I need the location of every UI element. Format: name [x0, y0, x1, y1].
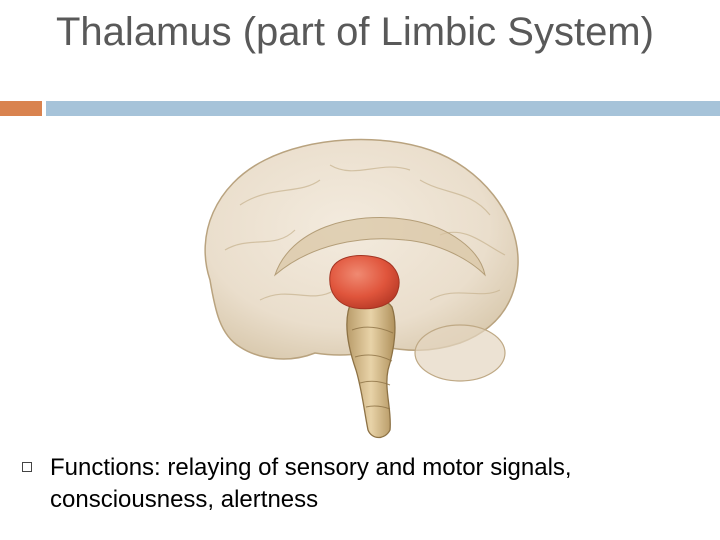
bullet-marker	[22, 462, 32, 472]
slide-title: Thalamus (part of Limbic System)	[56, 10, 654, 54]
brainstem-segments	[351, 326, 394, 410]
cerebrum-shape	[204, 138, 519, 360]
thalamus-highlight	[329, 255, 400, 310]
title-accent-bar-orange	[0, 101, 42, 116]
brainstem	[346, 296, 396, 439]
title-accent-bar-blue	[46, 101, 720, 116]
cerebellum	[414, 324, 506, 382]
bullet-text: Functions: relaying of sensory and motor…	[50, 454, 572, 513]
gyri-lines	[224, 164, 506, 301]
brain-illustration	[204, 138, 519, 439]
corpus-callosum	[273, 217, 486, 277]
